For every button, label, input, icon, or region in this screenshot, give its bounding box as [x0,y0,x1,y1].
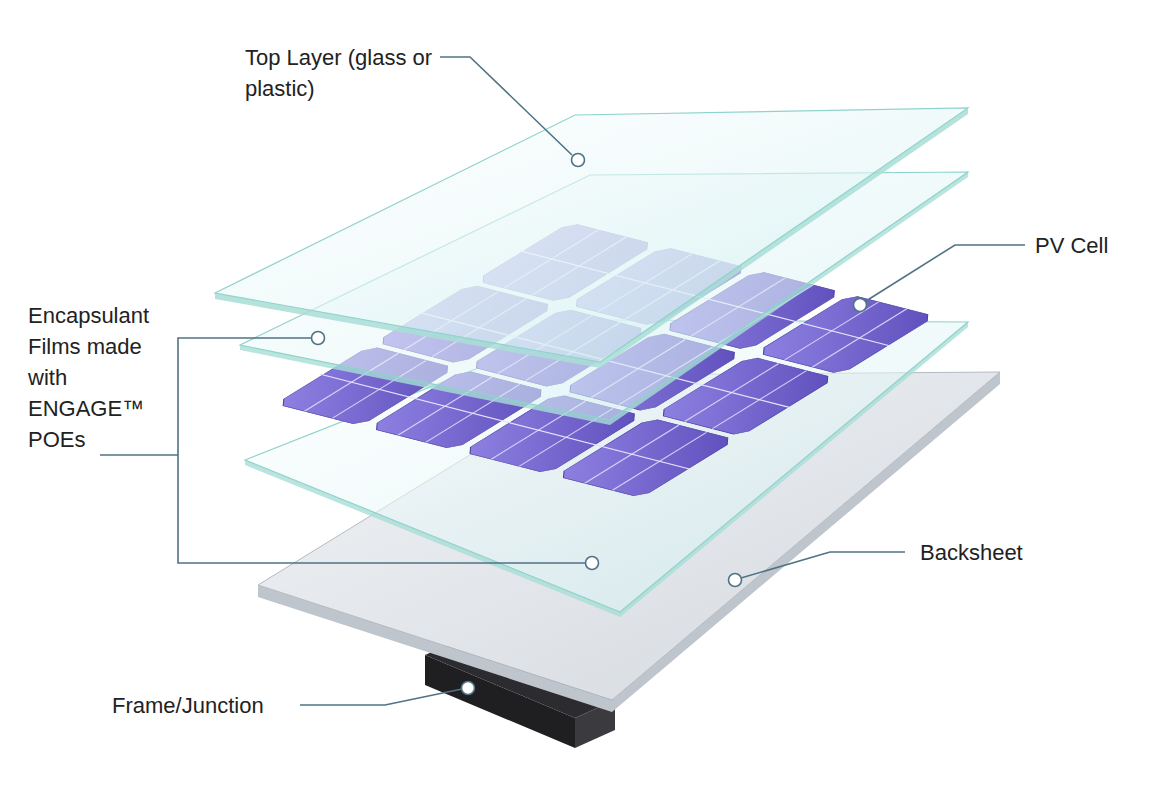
callout-label: Top Layer (glass or plastic) [245,42,435,104]
leader-line [440,57,572,155]
callout-label: Backsheet [920,537,1023,568]
leader-dot [854,299,867,312]
leader-line [741,552,905,578]
glass-edge [215,108,968,368]
leader-dot [586,557,599,570]
leader-line [300,689,462,705]
leader-dots [312,154,867,695]
leader-dot [312,332,325,345]
leader-lines [100,57,1025,705]
callout-label: Frame/Junction [112,690,264,721]
top-glass [215,108,968,368]
leader-line [866,245,1025,301]
leader-dot [572,154,585,167]
bracket-line [178,338,586,563]
callout-label: Encapsulant Films made with ENGAGE™ POEs [28,300,163,455]
leader-dot [462,682,475,695]
leader-dot [729,574,742,587]
glass-face [215,108,968,362]
callout-label: PV Cell [1035,230,1108,261]
leader-line [100,454,178,456]
